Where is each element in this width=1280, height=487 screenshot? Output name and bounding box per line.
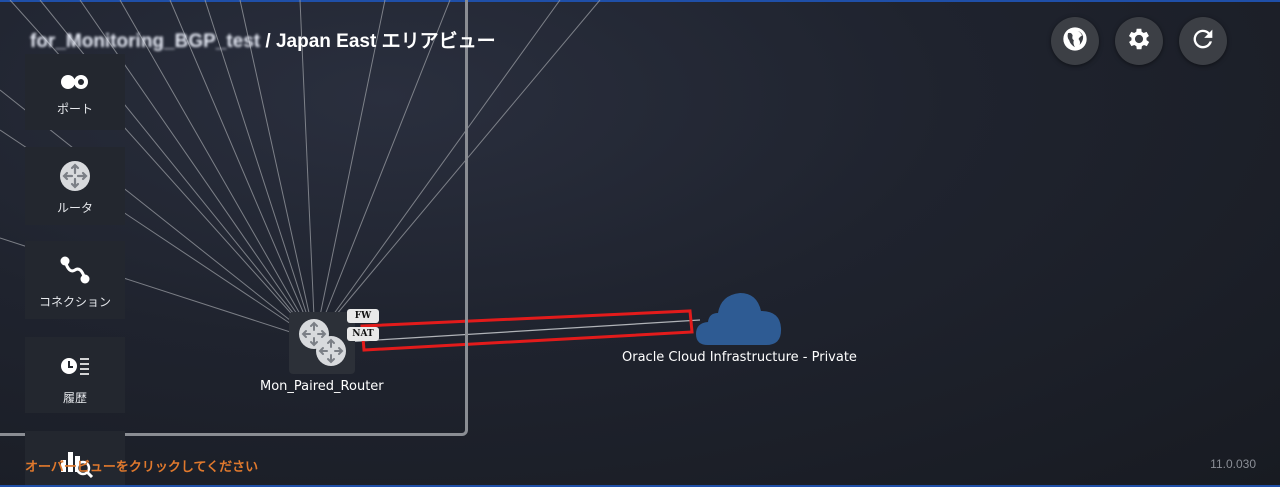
area-boundary	[0, 0, 468, 436]
globe-button[interactable]	[1051, 17, 1099, 65]
page-title: for_Monitoring_BGP_test / Japan East エリア…	[30, 26, 496, 53]
port-icon	[60, 70, 90, 94]
title-separator: /	[260, 31, 276, 52]
router-label: Mon_Paired_Router	[260, 379, 384, 394]
connection-icon	[59, 253, 91, 287]
sidebar-item-label: コネクション	[38, 295, 111, 309]
history-icon	[59, 349, 91, 383]
sidebar-item-label: ポート	[56, 102, 93, 116]
router-icon	[297, 317, 349, 373]
cloud-icon	[694, 293, 784, 351]
settings-button[interactable]	[1115, 17, 1163, 65]
sidebar-item-connection[interactable]: コネクション	[25, 241, 125, 319]
sidebar-item-label: 履歴	[62, 391, 87, 405]
sidebar-item-overview[interactable]	[25, 431, 125, 487]
refresh-icon	[1189, 25, 1217, 57]
cloud-node[interactable]	[694, 291, 784, 347]
connection-link	[344, 319, 701, 343]
sidebar-item-label: ルータ	[56, 201, 93, 215]
version-label: 11.0.030	[1210, 457, 1256, 471]
project-name: for_Monitoring_BGP_test	[30, 31, 261, 52]
nat-badge: NAT	[347, 327, 379, 341]
sidebar-item-router[interactable]: ルータ	[25, 147, 125, 225]
highlight-box	[360, 309, 694, 352]
fw-badge: FW	[347, 309, 379, 323]
search-chart-icon	[55, 443, 95, 478]
globe-icon	[1061, 25, 1089, 57]
overview-hint: オーバービューをクリックしてください	[25, 460, 259, 475]
cloud-label: Oracle Cloud Infrastructure - Private	[622, 350, 857, 365]
refresh-button[interactable]	[1179, 17, 1227, 65]
sidebar-item-port[interactable]: ポート	[25, 54, 125, 130]
gear-icon	[1125, 25, 1153, 57]
router-icon	[59, 159, 91, 193]
router-node[interactable]	[289, 312, 355, 374]
sidebar-item-history[interactable]: 履歴	[25, 337, 125, 413]
area-title: Japan East エリアビュー	[275, 31, 496, 52]
window-frame-bottom	[0, 485, 1280, 487]
window-frame-top	[0, 0, 1280, 2]
